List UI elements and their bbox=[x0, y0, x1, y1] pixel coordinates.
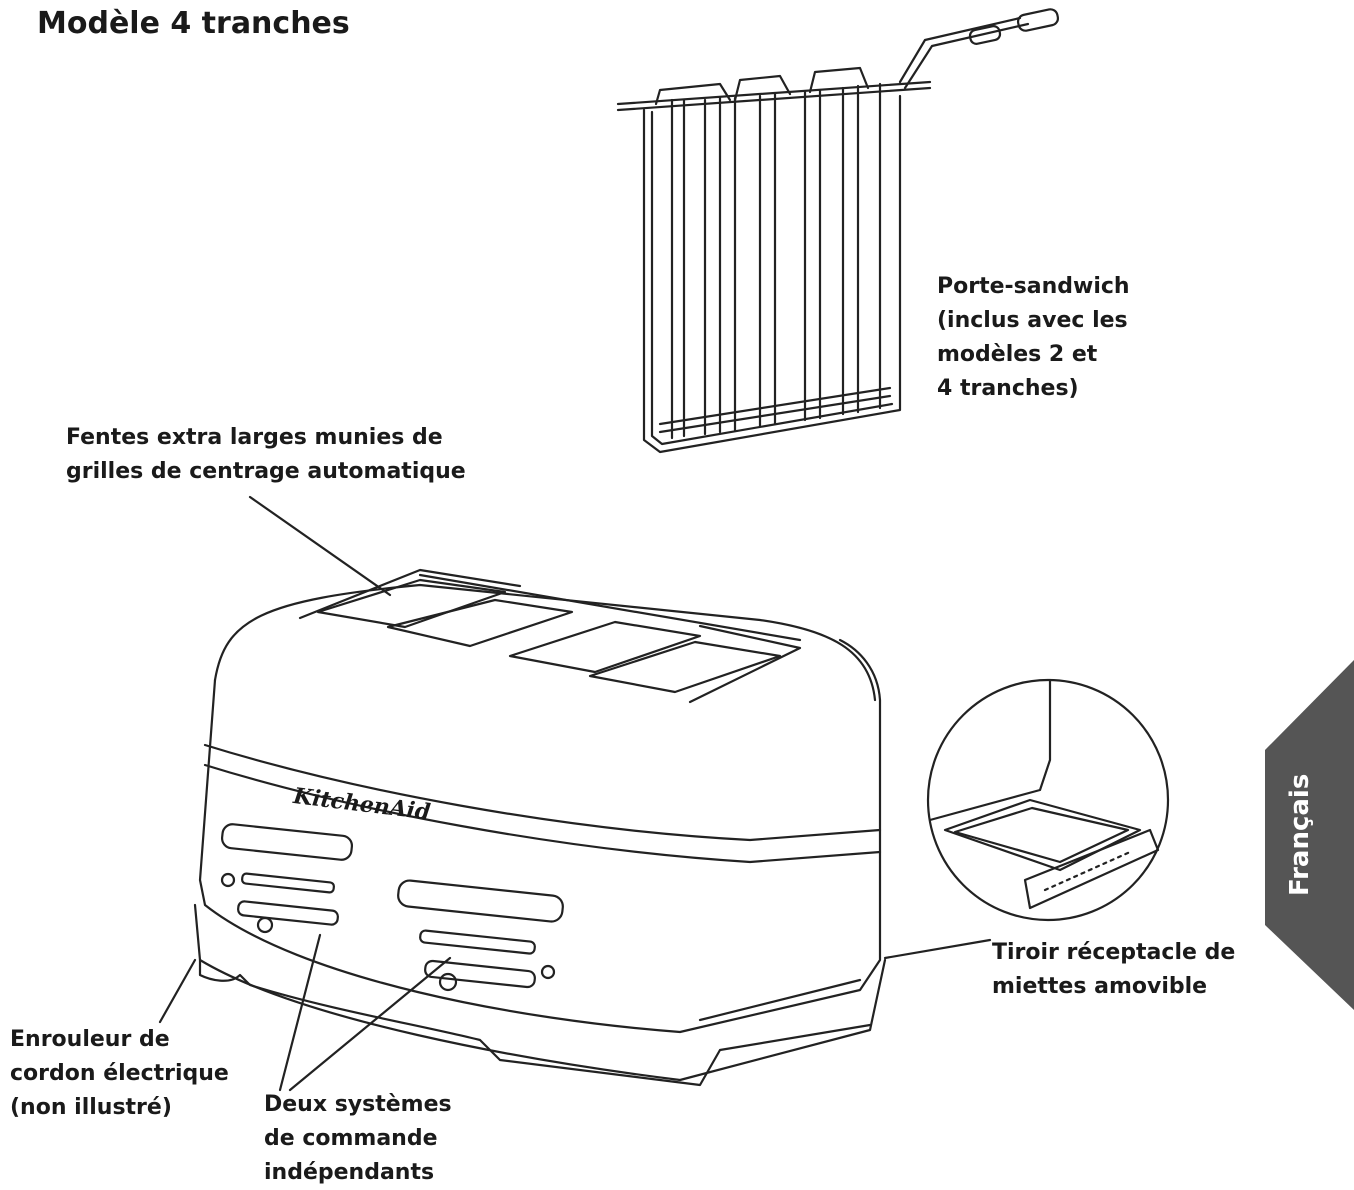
callout-lines bbox=[158, 495, 992, 1092]
label-crumb-tray: Tiroir réceptacle de miettes amovible bbox=[992, 940, 1236, 999]
sandwich-rack-illustration bbox=[616, 8, 1060, 454]
label-slots: Fentes extra larges munies de grilles de… bbox=[66, 425, 466, 484]
language-tab-label: Français bbox=[1285, 773, 1315, 897]
label-sandwich-rack: Porte-sandwich (inclus avec les modèles … bbox=[937, 274, 1130, 401]
label-cord-wrap: Enrouleur de cordon électrique (non illu… bbox=[10, 1027, 229, 1120]
label-controls: Deux systèmes de commande indépendants bbox=[264, 1092, 452, 1185]
language-tab bbox=[1265, 660, 1354, 1010]
toaster-illustration bbox=[193, 568, 887, 1087]
crumb-tray-inset bbox=[926, 678, 1170, 922]
page-title: Modèle 4 tranches bbox=[37, 6, 350, 41]
